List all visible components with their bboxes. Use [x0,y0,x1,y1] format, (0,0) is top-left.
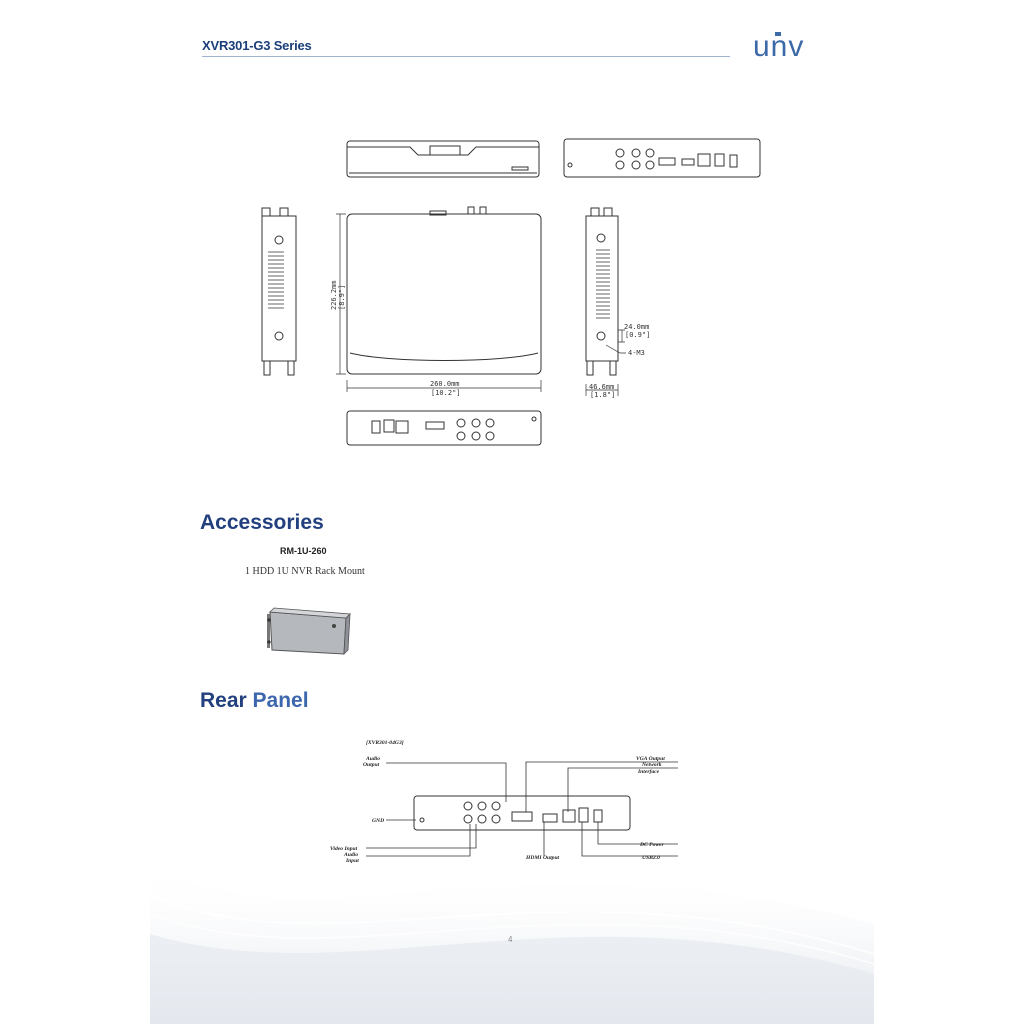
depth-mm-label: 226.2mm [330,280,338,310]
datasheet-page: XVR301-G3 Series unv [150,0,874,1024]
rear-view-bottom-drawing [346,410,542,446]
height-mm-label: 46.6mm [589,383,614,391]
unv-logo-icon: unv [753,30,803,60]
rear-panel-device-drawing [413,795,631,831]
accessory-model: RM-1U-260 [280,546,327,556]
network-label-2: Interface [637,769,660,775]
audio-input-label-1: Audio [343,852,358,858]
model-tag-label: [XVR301-04G3] [366,740,404,746]
rear-panel-diagram: [XVR301-04G3] Audio Output [330,740,678,864]
network-label-1: Network [641,762,662,768]
audio-input-label-2: Input [345,858,359,864]
front-view-drawing [346,140,540,178]
left-side-view-drawing [261,207,297,376]
accessories-heading: Accessories [200,511,324,534]
page-number: 4 [508,935,513,944]
width-mm-label: 260.0mm [430,380,460,388]
height-in-label: [1.8"] [590,391,615,399]
vga-output-label: VGA Output [636,756,665,762]
depth-dimension [336,213,346,375]
top-view-drawing [346,206,542,375]
video-input-label: Video Input [330,846,358,852]
rear-panel-heading-word1: Rear [200,689,247,712]
header-divider [202,56,730,57]
rear-panel-heading: Rear Panel [200,689,309,713]
foot-mm-label: 24.0mm [624,323,649,331]
width-dimension [346,380,542,392]
usb-label: USB2.0 [642,855,660,861]
rear-view-drawing [563,138,761,178]
width-in-label: [10.2"] [431,389,461,397]
depth-in-label: [8.9"] [338,285,346,310]
series-title: XVR301-G3 Series [202,38,312,53]
rack-mount-bracket-image [267,607,351,656]
gnd-label: GND [372,818,384,824]
right-side-view-drawing [585,207,626,396]
dc-power-label: DC Power [639,842,665,848]
dimension-drawings: 226.2mm [8.9"] 260.0mm [10.2"] 24.0mm [0… [261,138,761,446]
accessory-description: 1 HDD 1U NVR Rack Mount [245,566,365,577]
foot-in-label: [0.9"] [625,331,650,339]
background-wave-graphic [150,864,874,1024]
rear-panel-heading-word2: Panel [252,689,309,712]
screws-label: 4-M3 [628,349,645,357]
audio-output-label-1: Audio [365,756,380,762]
leader-lines [366,761,678,857]
audio-output-label-2: Output [363,762,380,768]
hdmi-output-label: HDMI Output [525,855,560,861]
